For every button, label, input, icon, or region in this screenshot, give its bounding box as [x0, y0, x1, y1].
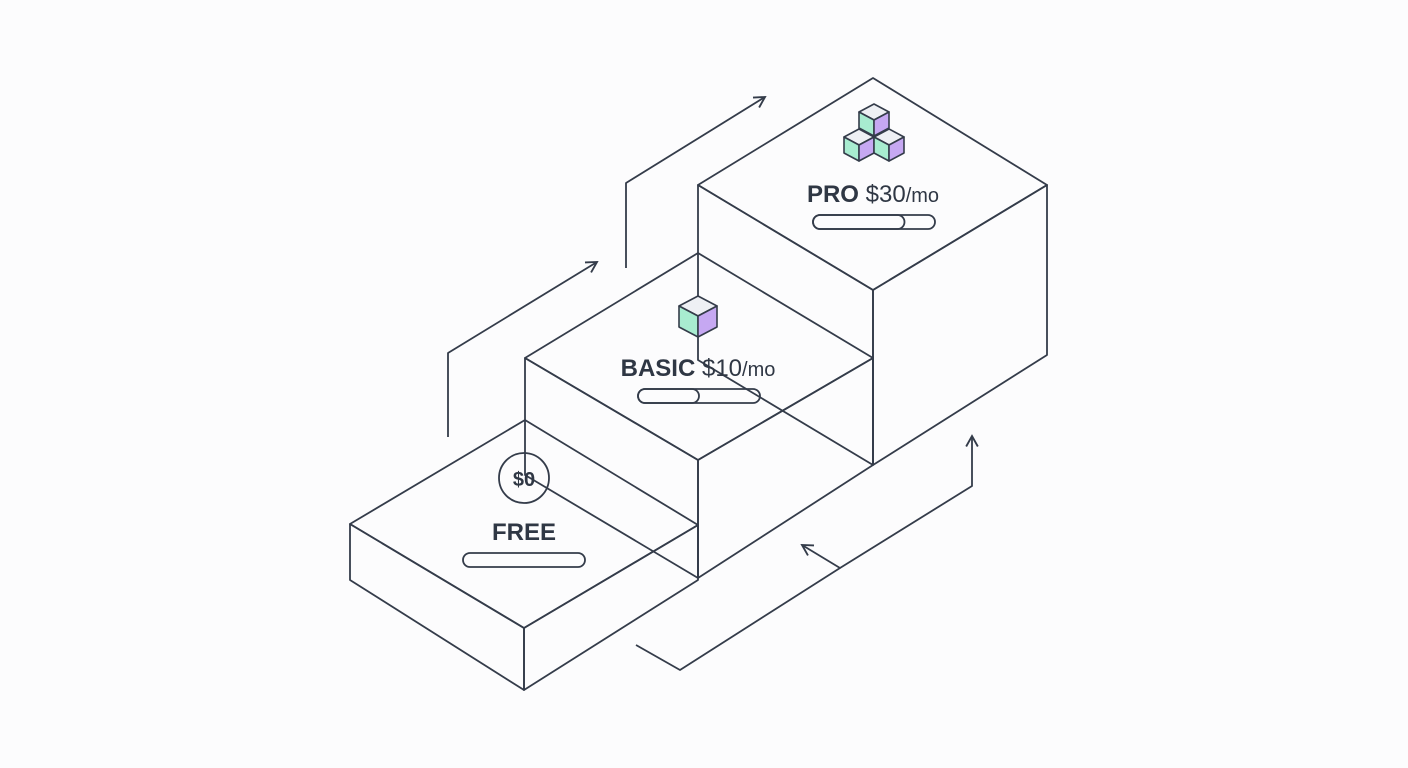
- free-price: $0: [513, 469, 535, 491]
- upgrade-arrow-basic-to-pro: [625, 95, 767, 268]
- upgrade-arrow-free-to-basic: [447, 260, 599, 437]
- basic-progress-bar: [637, 388, 761, 404]
- free-price-badge: $0: [498, 452, 550, 504]
- pro-progress-bar: [812, 214, 936, 230]
- tier-block-free[interactable]: [349, 419, 699, 691]
- pro-label: PRO $30/mo: [807, 181, 939, 208]
- cube-icon: [678, 295, 718, 338]
- free-progress-bar: [462, 552, 586, 568]
- downgrade-arrow: [635, 544, 841, 671]
- upgrade-arrow-side: [839, 434, 979, 569]
- cube-cluster-icon: [843, 103, 905, 162]
- basic-label: BASIC $10/mo: [621, 355, 776, 382]
- free-label: FREE: [492, 519, 556, 546]
